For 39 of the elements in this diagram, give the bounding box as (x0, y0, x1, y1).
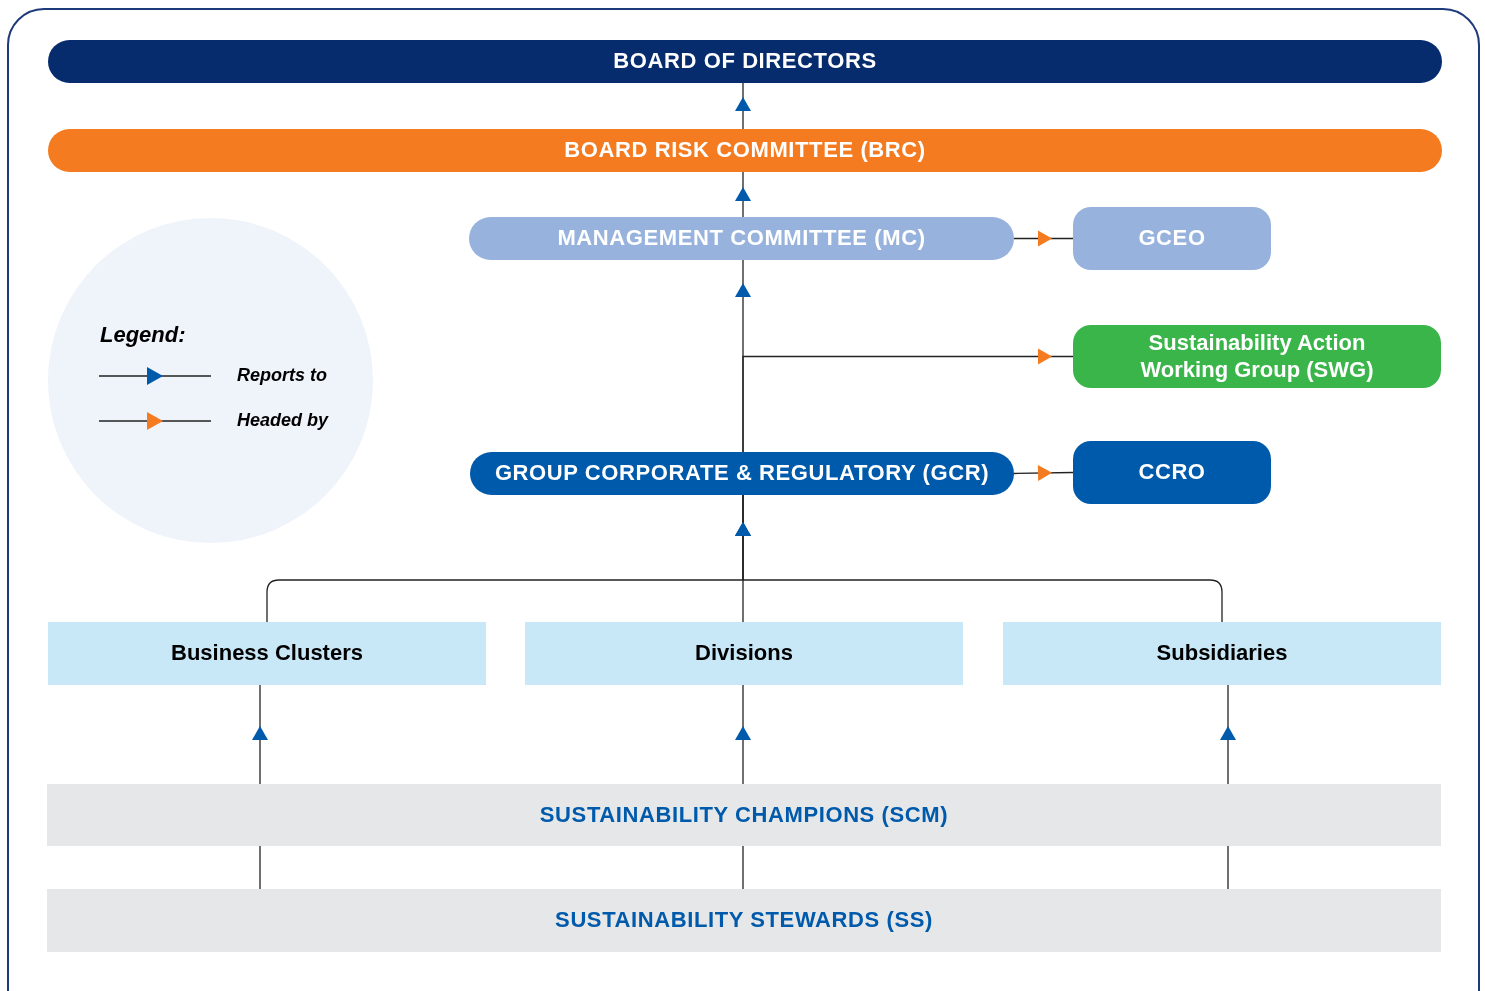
tier-bar (47, 889, 1441, 952)
arrow (735, 171, 751, 218)
working-group-box (1073, 325, 1441, 388)
board-bar (48, 40, 1442, 83)
node-label: Subsidiaries (1156, 640, 1288, 667)
arrow (1013, 230, 1074, 247)
arrow (735, 494, 1223, 623)
connector-line (742, 845, 744, 890)
arrow (742, 348, 1074, 453)
arrow (735, 82, 751, 130)
unit-box (525, 622, 963, 685)
node-label: Sustainability Action Working Group (SWG) (1139, 330, 1375, 383)
role-box (1073, 441, 1271, 504)
arrow (1220, 684, 1236, 785)
committee-bar (48, 129, 1442, 172)
legend-title: Legend: (100, 322, 186, 349)
node-label: Divisions (695, 640, 793, 667)
node-label: CCRO (1138, 459, 1206, 486)
legend-label: Headed by (237, 410, 329, 432)
role-box (1073, 207, 1271, 270)
legend-label: Reports to (237, 365, 327, 387)
node-label: BOARD RISK COMMITTEE (BRC) (564, 137, 926, 164)
node-label: SUSTAINABILITY CHAMPIONS (SCM) (539, 801, 949, 829)
arrow (1013, 465, 1074, 482)
arrow (252, 684, 268, 785)
node-label: SUSTAINABILITY STEWARDS (SS) (555, 907, 933, 934)
node-label: Business Clusters (171, 640, 363, 667)
node-label: GROUP CORPORATE & REGULATORY (GCR) (494, 460, 990, 487)
arrow (735, 684, 751, 785)
unit-box (1003, 622, 1441, 685)
unit-box (48, 622, 486, 685)
committee-pill (469, 217, 1014, 260)
department-pill (470, 452, 1014, 495)
node-label: BOARD OF DIRECTORS (613, 48, 877, 75)
node-label: GCEO (1138, 225, 1206, 252)
connector-line (1227, 845, 1229, 890)
tier-bar (47, 784, 1441, 846)
node-label: MANAGEMENT COMMITTEE (MC) (557, 225, 926, 252)
connector-line (259, 845, 261, 890)
